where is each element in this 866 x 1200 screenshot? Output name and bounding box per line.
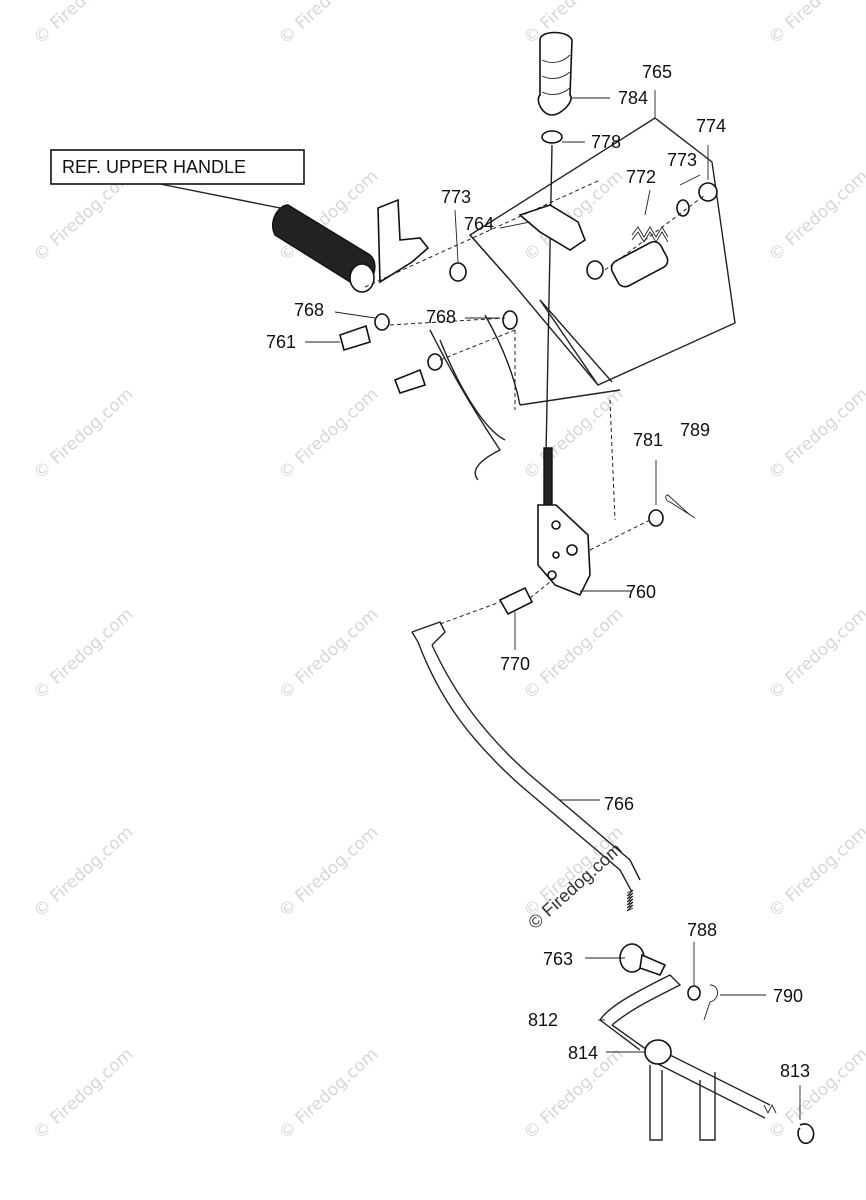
lower-handle-frame <box>429 299 621 481</box>
handle-grip <box>271 204 376 293</box>
bolt-761 <box>339 324 427 394</box>
shift-knob <box>537 31 573 144</box>
callout-761: 761 <box>266 332 296 352</box>
callout-772: 772 <box>626 167 656 187</box>
callout-770: 770 <box>500 654 530 674</box>
watermark-text: © Firedog.com <box>275 384 382 483</box>
callout-773b: 773 <box>667 150 697 170</box>
watermark-text: © Firedog.com <box>30 0 137 49</box>
callout-784: 784 <box>618 88 648 108</box>
callout-768a: 768 <box>294 300 324 320</box>
center-watermark: © Firedog.com <box>524 839 625 933</box>
watermark-text: © Firedog.com <box>765 166 866 265</box>
watermark-text: © Firedog.com <box>30 384 137 483</box>
watermark-text: © Firedog.com <box>30 604 137 703</box>
ref-upper-handle-label: REF. UPPER HANDLE <box>62 157 246 177</box>
watermark-text: © Firedog.com <box>765 604 866 703</box>
callout-789: 789 <box>680 420 710 440</box>
callout-760: 760 <box>626 582 656 602</box>
swivel-763 <box>619 943 667 976</box>
shift-rod-766 <box>411 621 641 912</box>
watermark-text: © Firedog.com <box>520 0 627 49</box>
upper-housing <box>468 90 736 386</box>
watermark-text: © Firedog.com <box>765 384 866 483</box>
callout-790: 790 <box>773 986 803 1006</box>
watermark-text: © Firedog.com <box>275 822 382 921</box>
callout-768b: 768 <box>426 307 456 327</box>
watermark-text: © Firedog.com <box>765 0 866 49</box>
watermark-text: © Firedog.com <box>765 1044 866 1143</box>
watermark-text: © Firedog.com <box>275 604 382 703</box>
bracket-760 <box>537 504 591 597</box>
callouts: 765 784 774 778 773 772 773 764 768 768 … <box>266 62 810 1081</box>
callout-813: 813 <box>780 1061 810 1081</box>
watermark-text: © Firedog.com <box>275 1044 382 1143</box>
callout-814: 814 <box>568 1043 598 1063</box>
watermark-text: © Firedog.com <box>30 822 137 921</box>
spring-772 <box>631 226 669 243</box>
watermark-text: © Firedog.com <box>30 1044 137 1143</box>
watermark-text: © Firedog.com <box>275 0 382 49</box>
callout-763: 763 <box>543 949 573 969</box>
ref-upper-handle-box: REF. UPPER HANDLE <box>50 149 305 211</box>
watermark-text: © Firedog.com <box>765 822 866 921</box>
callout-774: 774 <box>696 116 726 136</box>
watermark-text: © Firedog.com <box>520 604 627 703</box>
watermark-text: © Firedog.com <box>520 384 627 483</box>
lower-shaft <box>599 974 777 1141</box>
callout-778: 778 <box>591 132 621 152</box>
callout-812: 812 <box>528 1010 558 1030</box>
callout-765: 765 <box>642 62 672 82</box>
leader-lines <box>305 97 801 1120</box>
callout-773a: 773 <box>441 187 471 207</box>
callout-766: 766 <box>604 794 634 814</box>
callout-781: 781 <box>633 430 663 450</box>
callout-764: 764 <box>464 214 494 234</box>
callout-788: 788 <box>687 920 717 940</box>
